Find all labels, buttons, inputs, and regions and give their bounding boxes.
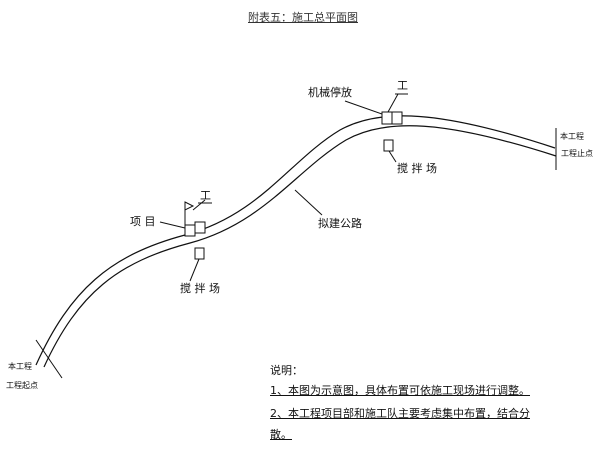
notes-line-2b: 散。 bbox=[270, 428, 292, 441]
road-edge-upper bbox=[35, 115, 556, 366]
road-label: 拟建公路 bbox=[318, 217, 362, 230]
mixing-plant-right-label: 搅 拌 场 bbox=[397, 162, 437, 175]
notes-line-2a: 2、本工程项目部和施工队主要考虑集中布置，结合分 bbox=[270, 407, 530, 420]
machinery-flag-leader bbox=[387, 93, 399, 113]
start-point-label-2: 工程起点 bbox=[6, 381, 38, 390]
mixing-plant-left-box bbox=[194, 247, 205, 260]
machinery-box-2 bbox=[391, 111, 403, 125]
project-flag-leader bbox=[192, 199, 206, 211]
machinery-flag-char: 工 bbox=[397, 79, 408, 92]
start-point-label-1: 本工程 bbox=[8, 362, 32, 371]
machinery-label-leader bbox=[344, 100, 383, 115]
mixing-plant-left-leader bbox=[189, 258, 200, 282]
project-flag-char: 工 bbox=[200, 189, 211, 202]
mixing-plant-left-label: 搅 拌 场 bbox=[180, 282, 220, 295]
drawing-title: 附表五：施工总平面图 bbox=[248, 11, 358, 24]
machinery-box-1 bbox=[381, 111, 393, 125]
start-marker-line bbox=[35, 339, 63, 379]
notes-line-1: 1、本图为示意图，具体布置可依施工现场进行调整。 bbox=[270, 384, 530, 397]
end-point-label-1: 本工程 bbox=[560, 132, 584, 141]
project-label-leader bbox=[159, 221, 186, 229]
road-edge-lower bbox=[43, 125, 557, 368]
road-label-leader bbox=[294, 189, 323, 216]
project-dept-box-1 bbox=[184, 224, 196, 237]
end-point-label-2: 工程止点 bbox=[561, 149, 593, 158]
notes-heading: 说明： bbox=[270, 364, 303, 377]
mixing-plant-right-leader bbox=[388, 150, 397, 163]
project-dept-box-2 bbox=[194, 221, 206, 234]
project-flag-icon bbox=[184, 201, 195, 211]
machinery-parking-label: 机械停放 bbox=[308, 86, 352, 99]
mixing-plant-right-box bbox=[383, 139, 394, 152]
project-dept-label: 项 目 bbox=[130, 215, 156, 228]
